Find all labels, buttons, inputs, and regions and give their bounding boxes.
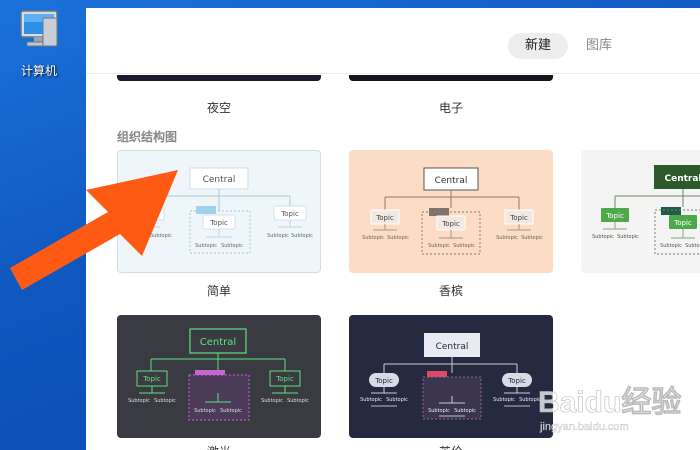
subtopic-node: Subtopic [267,233,289,239]
subtopic-node: Subtopic [428,243,450,249]
subtopic-node: Subtopic [617,234,639,240]
topic-node: Topic [275,375,294,383]
subtopic-node: Subtopic [454,408,476,414]
template-label-laser: 激光 [117,443,321,450]
subtopic-node: Subtopic [496,235,518,241]
subtopic-node: Subtopic [453,243,475,249]
window-header: 新建 图库 [86,8,700,74]
subtopic-node: Subtopic [291,233,313,239]
topic-node: Topic [209,219,228,227]
topic-node: Topic [441,220,460,228]
template-label-simple: 简单 [206,284,231,298]
watermark-logo: Baidu经验 [538,385,681,419]
subtopic-node: Subtopic [287,398,309,404]
tab-gallery[interactable]: 图库 [585,38,612,53]
subtopic-node: Subtopic [592,234,614,240]
subtopic-node: Subtopic [660,243,682,249]
template-thumb-laser[interactable]: Central Topic Topic Topic Subtopic Subto… [117,315,321,438]
desktop-icon-label: 计算机 [20,64,57,78]
computer-icon [20,10,58,47]
central-node: Central [436,342,469,352]
watermark-url: jingyan.baidu.com [539,421,629,433]
template-thumb-electronic[interactable] [349,75,553,81]
template-label-grassland: 草原 [581,282,700,299]
subtopic-node: Subtopic [221,243,243,249]
template-thumb-night-sky[interactable] [117,75,321,81]
subtopic-node: Subtopic [387,235,409,241]
subtopic-node: Subtopic [195,243,217,249]
subtopic-node: Subtopic [386,397,408,403]
central-node: Central [664,174,700,184]
subtopic-node: Subtopic [128,398,150,404]
topic-node: Topic [375,214,394,222]
topic-node: Topic [138,210,157,218]
subtopic-node: Subtopic [220,408,242,414]
tab-new[interactable]: 新建 [508,33,568,59]
subtopic-node: Subtopic [362,235,384,241]
template-thumb-champagne[interactable]: Central Topic Topic Topic Subtopic Subto… [349,150,553,273]
subtopic-node: Subtopic [685,243,700,249]
subtopic-node: Subtopic [125,233,147,239]
template-thumb-british[interactable]: Central Topic Topic Topic Subtopic Subto… [349,315,553,438]
subtopic-node: Subtopic [150,233,172,239]
subtopic-node: Subtopic [154,398,176,404]
template-label-electronic: 电子 [438,101,463,115]
template-thumb-grassland[interactable]: Central Topic Topic Subtopic Subtopic Su… [581,150,700,273]
section-title-org-chart: 组织结构图 [117,130,178,144]
topic-node: Topic [509,214,528,222]
desktop-icon-computer[interactable]: 计算机 [8,8,70,79]
template-label-british: 英伦 [349,443,553,450]
template-label-champagne: 香槟 [438,284,463,298]
subtopic-node: Subtopic [519,397,541,403]
subtopic-node: Subtopic [428,408,450,414]
central-node: Central [203,175,236,185]
baidu-watermark: Baidu经验 jingyan.baidu.com [538,385,682,433]
subtopic-node: Subtopic [521,235,543,241]
template-label-night-sky: 夜空 [206,101,231,115]
central-node: Central [435,176,468,186]
topic-node: Topic [507,377,526,385]
topic-node: Topic [673,219,692,227]
topic-node: Topic [142,375,161,383]
topic-node: Topic [605,212,624,220]
subtopic-node: Subtopic [360,397,382,403]
subtopic-node: Subtopic [493,397,515,403]
topic-node: Topic [374,377,393,385]
subtopic-node: Subtopic [261,398,283,404]
subtopic-node: Subtopic [194,408,216,414]
central-node: Central [200,337,236,348]
template-thumb-simple[interactable]: Central Topic Topic Topic Subtopic Subto… [117,150,321,273]
topic-node: Topic [280,210,299,218]
